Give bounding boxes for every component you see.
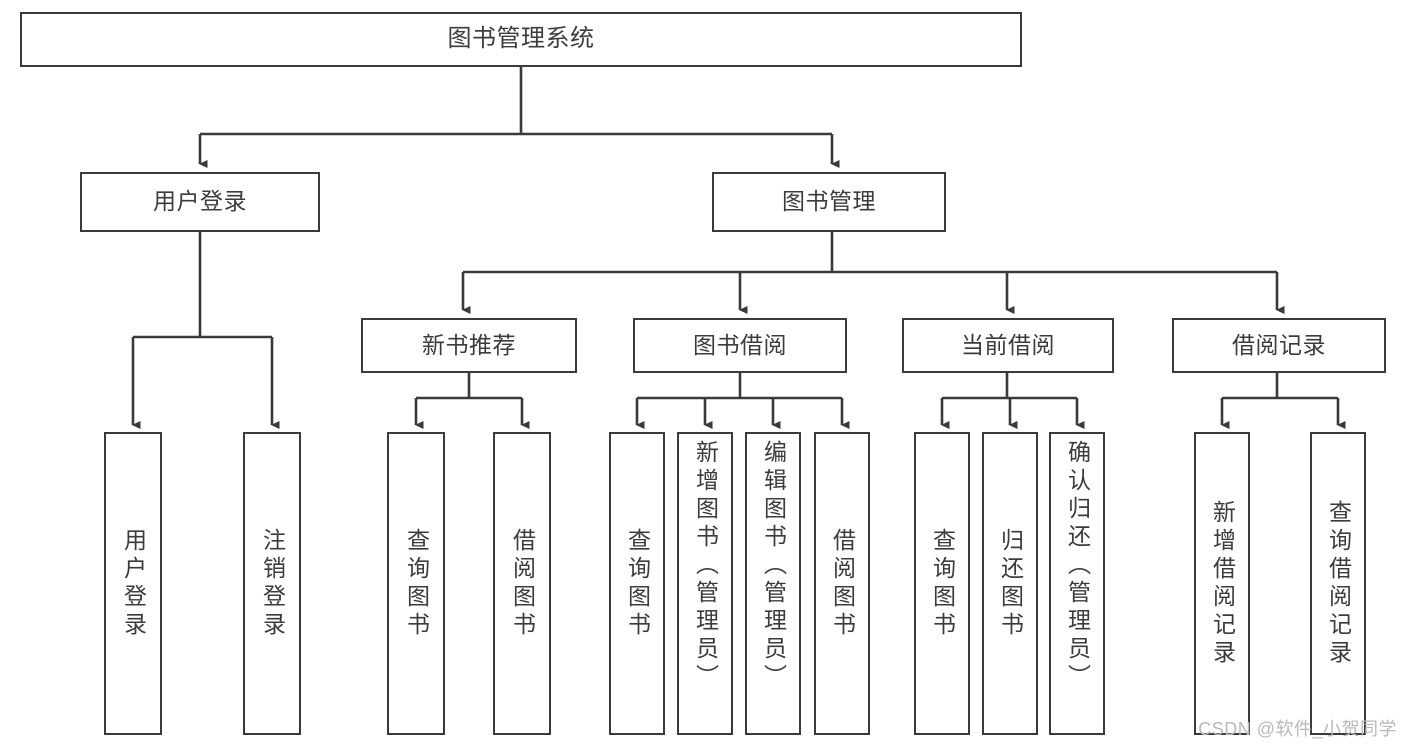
node-book-borrow[interactable]: 图书借阅 [633, 318, 847, 373]
node-book-borrow-label: 图书借阅 [693, 331, 787, 358]
node-user-login[interactable]: 用户登录 [80, 172, 320, 232]
leaf-text-wrap: 归还图书 [984, 434, 1036, 733]
node-leaf-label: 新增图书（管理员） [692, 440, 719, 692]
leaf-text-wrap: 查询图书 [611, 434, 663, 733]
node-leaf-borrow-record-query-record[interactable]: 查询借阅记录 [1310, 432, 1366, 735]
node-leaf-book-borrow-edit-book-admin[interactable]: 编辑图书（管理员） [745, 432, 801, 735]
node-new-book-recommend[interactable]: 新书推荐 [361, 318, 577, 373]
node-book-management-label: 图书管理 [782, 188, 876, 215]
node-borrow-record[interactable]: 借阅记录 [1172, 318, 1386, 373]
node-leaf-label: 新增借阅记录 [1209, 499, 1236, 668]
node-leaf-user-login-logout[interactable]: 注销登录 [243, 432, 301, 735]
node-leaf-label: 查询图书 [403, 527, 430, 640]
leaf-text-wrap: 查询图书 [916, 434, 968, 733]
node-leaf-label: 用户登录 [120, 527, 147, 640]
leaf-text-wrap: 查询借阅记录 [1312, 434, 1364, 733]
node-leaf-label: 确认归还（管理员） [1064, 440, 1091, 692]
leaf-text-wrap: 注销登录 [245, 434, 299, 733]
node-borrow-record-label: 借阅记录 [1232, 331, 1326, 358]
node-leaf-current-borrow-confirm-return-admin[interactable]: 确认归还（管理员） [1049, 432, 1105, 735]
node-leaf-book-borrow-borrow-book[interactable]: 借阅图书 [814, 432, 870, 735]
node-leaf-label: 查询图书 [624, 527, 651, 640]
node-leaf-user-login-login[interactable]: 用户登录 [104, 432, 162, 735]
node-new-book-recommend-label: 新书推荐 [422, 331, 516, 358]
csdn-watermark: CSDN @软件_小贺同学 [1198, 719, 1397, 739]
node-leaf-label: 编辑图书（管理员） [760, 440, 787, 692]
node-root-book-management-system[interactable]: 图书管理系统 [20, 12, 1022, 67]
node-user-login-label: 用户登录 [153, 188, 247, 215]
node-root-label: 图书管理系统 [447, 25, 595, 53]
node-leaf-new-book-borrow-book[interactable]: 借阅图书 [493, 432, 551, 735]
node-current-borrow-label: 当前借阅 [961, 331, 1055, 358]
node-leaf-current-borrow-query-book[interactable]: 查询图书 [914, 432, 970, 735]
node-leaf-current-borrow-return-book[interactable]: 归还图书 [982, 432, 1038, 735]
node-leaf-label: 查询图书 [929, 527, 956, 640]
node-leaf-borrow-record-add-record[interactable]: 新增借阅记录 [1194, 432, 1250, 735]
node-leaf-label: 注销登录 [259, 527, 286, 640]
leaf-text-wrap: 查询图书 [389, 434, 443, 733]
node-book-management[interactable]: 图书管理 [712, 172, 946, 232]
leaf-text-wrap: 借阅图书 [495, 434, 549, 733]
leaf-text-wrap: 编辑图书（管理员） [747, 434, 799, 739]
node-leaf-new-book-query-book[interactable]: 查询图书 [387, 432, 445, 735]
node-leaf-book-borrow-query-book[interactable]: 查询图书 [609, 432, 665, 735]
node-leaf-label: 归还图书 [997, 527, 1024, 640]
leaf-text-wrap: 借阅图书 [816, 434, 868, 733]
node-leaf-label: 借阅图书 [509, 527, 536, 640]
leaf-text-wrap: 新增图书（管理员） [679, 434, 731, 739]
leaf-text-wrap: 确认归还（管理员） [1051, 434, 1103, 739]
node-leaf-book-borrow-add-book-admin[interactable]: 新增图书（管理员） [677, 432, 733, 735]
node-current-borrow[interactable]: 当前借阅 [902, 318, 1114, 373]
node-leaf-label: 查询借阅记录 [1325, 499, 1352, 668]
leaf-text-wrap: 用户登录 [106, 434, 160, 733]
leaf-text-wrap: 新增借阅记录 [1196, 434, 1248, 733]
node-leaf-label: 借阅图书 [829, 527, 856, 640]
